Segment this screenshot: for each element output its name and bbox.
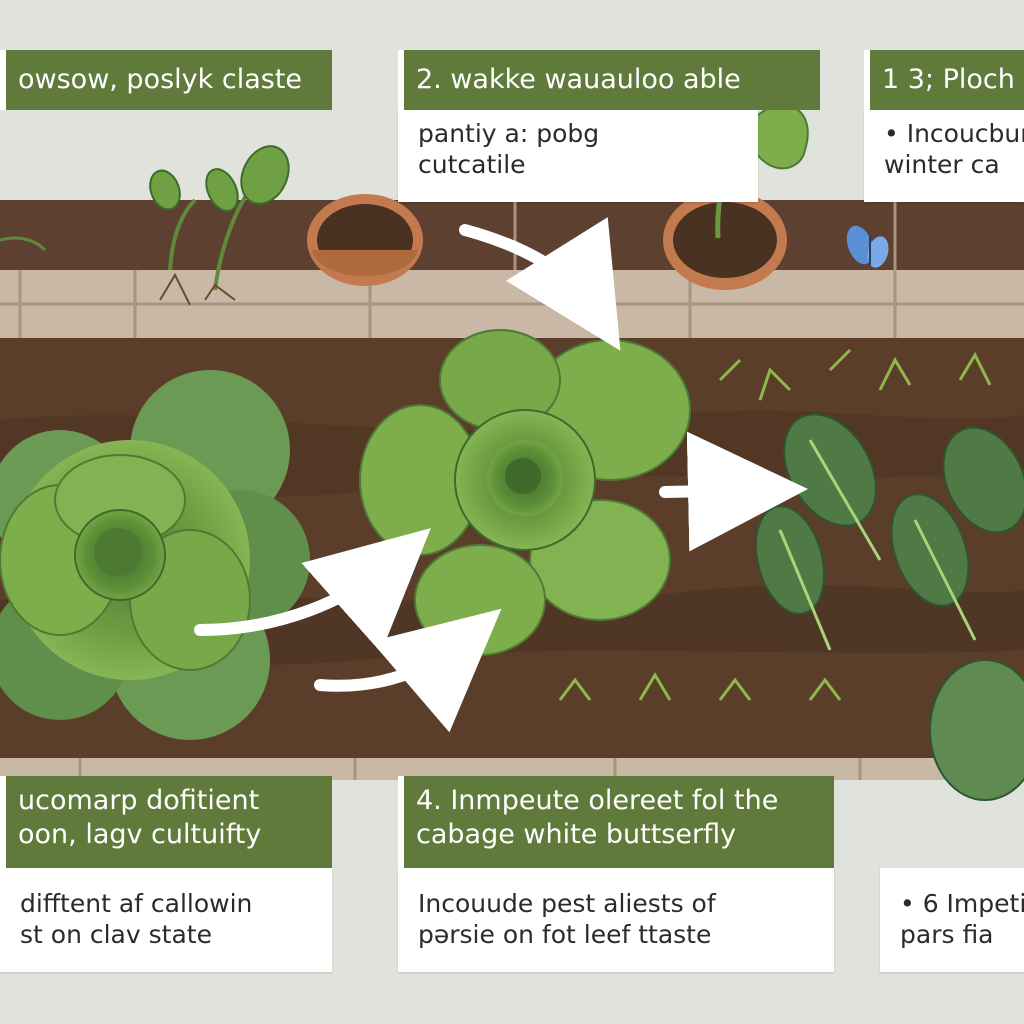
step-2-header: 2. wakke wauauloo able — [398, 50, 820, 110]
step-1-header: owsow, poslyk claste — [0, 50, 332, 110]
step-5-line-2: pərsie on fot leef ttaste — [418, 920, 712, 949]
step-3-panel: • Incoucbur winter ca — [864, 110, 1024, 202]
cabbage-icon — [0, 370, 310, 740]
step-2-line-1: pantiy a: pobg — [418, 119, 600, 148]
step-3-line-2: winter ca — [884, 150, 1000, 179]
step-5-line-1: Incouude pest aliests of — [418, 889, 716, 918]
step-5-header: 4. Inmpeute olereet fol the cabage white… — [398, 776, 834, 868]
step-4-line-2: st on clav state — [20, 920, 212, 949]
seedling-icon — [0, 145, 290, 306]
step-2-line-2: cutcatile — [418, 150, 526, 179]
pot-icon — [307, 194, 423, 286]
step-2-panel: pantiy a: pobg cutcatile — [398, 110, 758, 202]
step-4-header: ucomarp dofitient oon, lagv cultuifty — [0, 776, 332, 868]
step-6-line-1: • 6 Impeti — [900, 889, 1024, 918]
step-3-header: 1 3; Ploch — [864, 50, 1024, 110]
cabbage-icon — [359, 329, 691, 656]
arrow-icon — [194, 217, 808, 733]
step-4-panel: difftent af callowin st on clav state — [0, 868, 332, 972]
step-6-line-2: pars fia — [900, 920, 994, 949]
step-3-line-1: • Incoucbur — [884, 119, 1024, 148]
step-4-line-1: difftent af callowin — [20, 889, 253, 918]
step-5-panel: Incouude pest aliests of pərsie on fot l… — [398, 868, 834, 972]
top-soil-strip — [0, 200, 1024, 338]
butterfly-icon — [846, 225, 889, 268]
seedling-icon — [558, 348, 992, 701]
step-6-panel: • 6 Impeti pars fia — [880, 868, 1024, 972]
